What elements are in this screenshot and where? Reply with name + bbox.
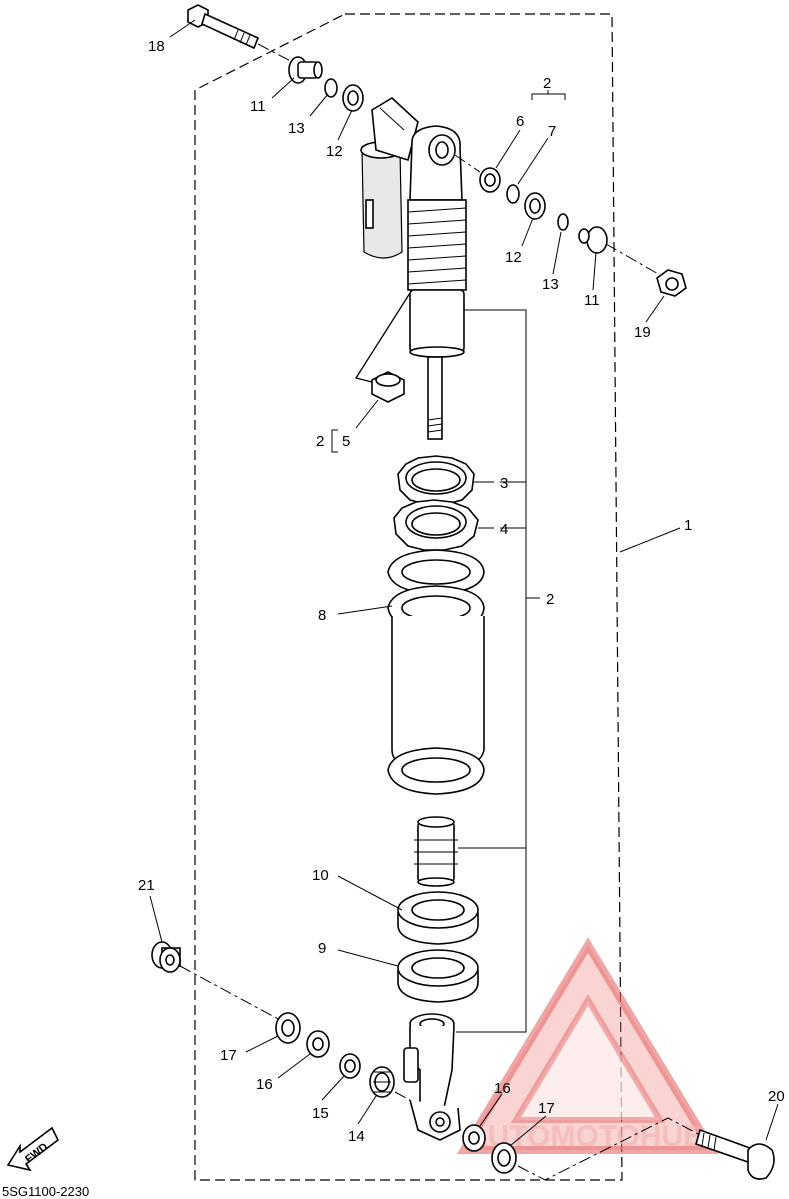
callout-11-right: 11 bbox=[584, 292, 600, 309]
bearing-axis-line bbox=[394, 1091, 411, 1101]
callout-3: 3 bbox=[500, 475, 508, 492]
fwd-arrow-icon: FWD bbox=[6, 1126, 60, 1172]
leader-14 bbox=[357, 1095, 377, 1125]
leader-11-right bbox=[592, 251, 597, 291]
callout-5: 5 bbox=[342, 433, 350, 450]
collar-16-right bbox=[462, 1124, 486, 1152]
callout-2-left: 2 bbox=[316, 433, 324, 450]
leader-18 bbox=[169, 19, 196, 38]
spring-seat-9 bbox=[397, 949, 479, 1003]
circlip-7 bbox=[506, 184, 520, 204]
callout-17-right: 17 bbox=[538, 1100, 555, 1117]
assembly-outline-dashed bbox=[194, 13, 623, 1181]
bolt-20 bbox=[695, 1128, 775, 1180]
collar-11-left bbox=[288, 56, 323, 84]
bracket-2-right bbox=[456, 309, 540, 1033]
bolt-18 bbox=[187, 4, 260, 50]
adjuster-5 bbox=[371, 371, 405, 403]
collar-16-left bbox=[306, 1030, 330, 1058]
leader-12-left bbox=[337, 109, 353, 141]
callout-20: 20 bbox=[768, 1088, 785, 1105]
oil-seal-17-right bbox=[491, 1142, 517, 1174]
spring-8 bbox=[387, 549, 485, 795]
leader-13-left bbox=[309, 93, 329, 117]
lower-bolt-axis-line bbox=[517, 1117, 701, 1181]
leader-8 bbox=[337, 605, 393, 615]
adjuster-ring-4 bbox=[393, 499, 479, 551]
lower-axis-line bbox=[179, 965, 281, 1021]
bracket-2-left bbox=[331, 429, 338, 453]
collar-21 bbox=[151, 941, 181, 973]
callout-2-right: 2 bbox=[546, 591, 554, 608]
bearing-6 bbox=[479, 167, 501, 193]
bump-stop bbox=[414, 816, 458, 887]
watermark-logo: AUTOMOTOHUB bbox=[456, 937, 720, 1154]
lower-clevis bbox=[403, 1013, 461, 1141]
callout-21: 21 bbox=[138, 877, 155, 894]
callout-19: 19 bbox=[634, 324, 651, 341]
eye-axis-line bbox=[454, 154, 481, 173]
leader-12-right bbox=[521, 217, 534, 247]
circlip-13-left bbox=[324, 78, 338, 98]
leader-10 bbox=[337, 875, 403, 911]
callout-17-left: 17 bbox=[220, 1047, 237, 1064]
callout-18: 18 bbox=[148, 38, 165, 55]
callout-4: 4 bbox=[500, 521, 508, 538]
drawing-code: 5SG1100-2230 bbox=[2, 1184, 89, 1199]
callout-7: 7 bbox=[548, 123, 556, 140]
bearing-14 bbox=[369, 1066, 395, 1098]
callout-15: 15 bbox=[312, 1105, 329, 1122]
callout-10: 10 bbox=[312, 867, 329, 884]
spring-seat-10 bbox=[397, 891, 479, 945]
callout-8: 8 bbox=[318, 607, 326, 624]
callout-16-right: 16 bbox=[494, 1080, 511, 1097]
callout-14: 14 bbox=[348, 1128, 365, 1145]
callout-16-left: 16 bbox=[256, 1076, 273, 1093]
right-axis-line bbox=[605, 243, 661, 276]
leader-19 bbox=[645, 295, 665, 323]
oil-seal-17-left bbox=[275, 1012, 301, 1044]
leader-1 bbox=[619, 527, 681, 553]
callout-13-right: 13 bbox=[542, 276, 559, 293]
bracket-2-top bbox=[531, 90, 566, 100]
callout-9: 9 bbox=[318, 940, 326, 957]
callout-13-left: 13 bbox=[288, 120, 305, 137]
oil-seal-12-right bbox=[524, 192, 546, 220]
leader-5 bbox=[355, 399, 379, 429]
callout-2-top: 2 bbox=[543, 75, 551, 92]
leader-16-right bbox=[479, 1093, 503, 1127]
leader-9 bbox=[337, 949, 399, 967]
nut-19 bbox=[656, 269, 687, 297]
callout-6: 6 bbox=[516, 113, 524, 130]
oil-seal-12-left bbox=[342, 84, 364, 112]
leader-7 bbox=[517, 137, 549, 185]
leader-21 bbox=[149, 895, 163, 943]
leader-13-right bbox=[552, 231, 562, 275]
leader-6 bbox=[495, 129, 521, 169]
leader-20 bbox=[765, 1103, 779, 1141]
leader-17-left bbox=[245, 1035, 279, 1053]
leader-11-left bbox=[271, 77, 295, 99]
adjuster-leader bbox=[354, 292, 411, 383]
leader-16-left bbox=[277, 1053, 311, 1079]
leader-15 bbox=[321, 1075, 345, 1101]
circlip-13-right bbox=[557, 213, 569, 231]
callout-1: 1 bbox=[684, 517, 692, 534]
shock-body bbox=[407, 125, 467, 440]
reservoir-tank bbox=[360, 97, 419, 259]
collar-11-right bbox=[578, 226, 608, 254]
collar-15 bbox=[339, 1053, 361, 1079]
callout-12-left: 12 bbox=[326, 143, 343, 160]
callout-11-left: 11 bbox=[250, 98, 266, 115]
callout-12-right: 12 bbox=[505, 249, 522, 266]
leader-17-right bbox=[509, 1115, 547, 1147]
locknut-3 bbox=[397, 455, 475, 505]
